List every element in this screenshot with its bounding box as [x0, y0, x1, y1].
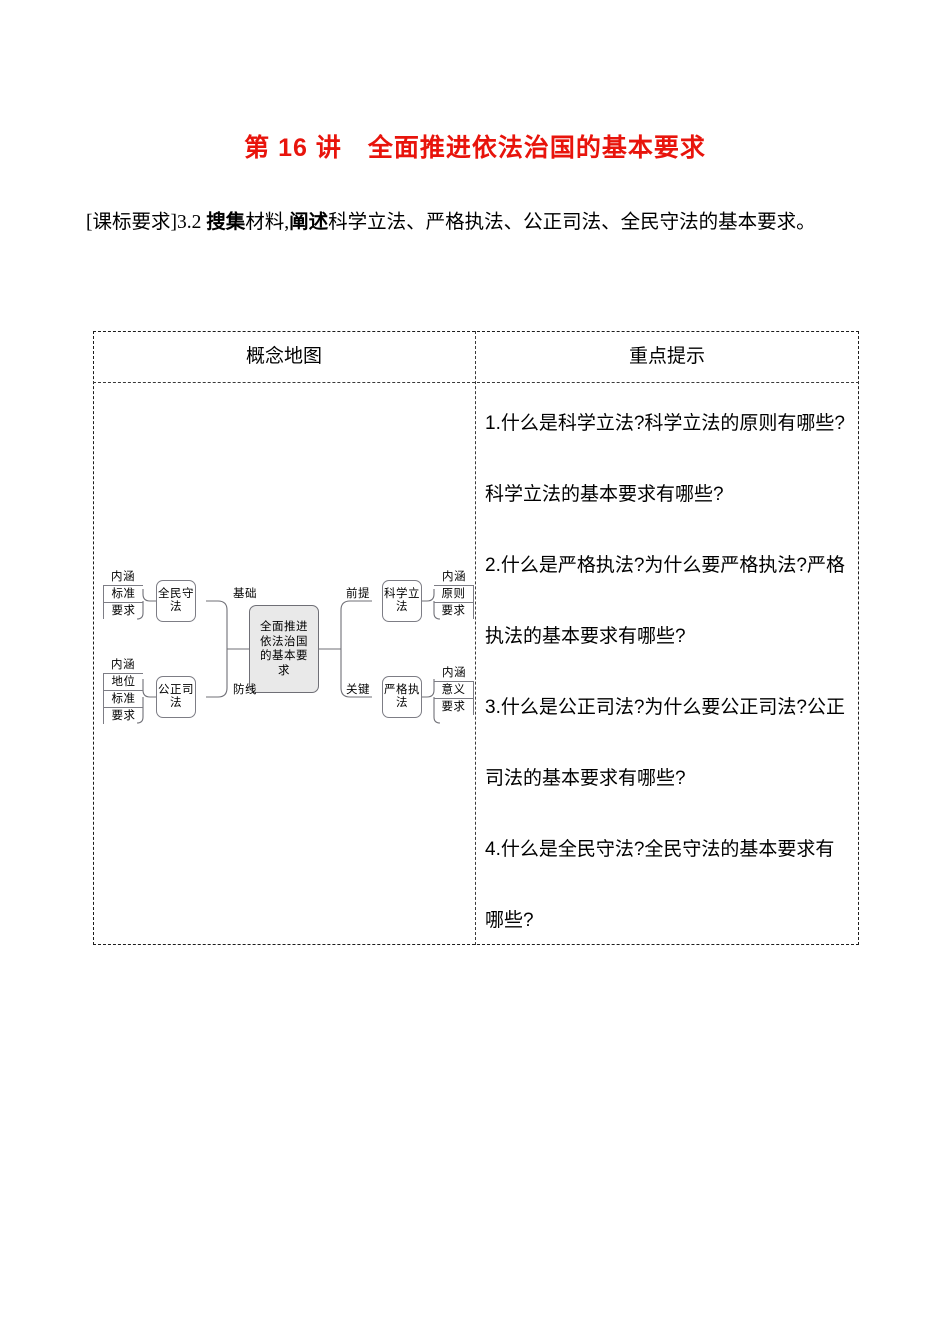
edge-label-basis: 基础: [233, 588, 257, 600]
standard-requirement-bold-1: 搜集: [206, 212, 246, 233]
sub-stack-kexue-lifa: 内涵 原则 要求: [434, 569, 474, 619]
standard-requirement-paragraph: [课标要求]3.2 搜集材料,阐述科学立法、严格执法、公正司法、全民守法的基本要…: [86, 200, 876, 246]
key-point-item-4: 4.什么是全民守法?全民守法的基本要求有哪些?: [485, 839, 835, 931]
sub-item: 原则: [434, 586, 474, 603]
concept-node-center: 全面推进依法治国的基本要求: [249, 605, 319, 693]
table-column-divider: [475, 331, 476, 945]
key-point-item-1: 1.什么是科学立法?科学立法的原则有哪些?科学立法的基本要求有哪些?: [485, 413, 845, 505]
sub-stack-yange-zhifa: 内涵 意义 要求: [434, 665, 474, 715]
sub-stack-quanmin-shoufa: 内涵 标准 要求: [103, 569, 143, 619]
concept-map-table: 概念地图 重点提示 1.什么是科学立法?科学立法的原则有哪些?科学立法的基本要求…: [93, 331, 859, 945]
edge-label-premise: 前提: [346, 588, 370, 600]
standard-requirement-mid-1: 材料,: [245, 212, 290, 233]
sub-item: 标准: [103, 691, 143, 708]
sub-item: 要求: [434, 699, 474, 715]
concept-node-gongzheng-sifa: 公正司法: [156, 676, 196, 718]
sub-item: 要求: [434, 603, 474, 619]
table-outer-border: [93, 331, 859, 945]
table-header-key-points: 重点提示: [628, 346, 705, 367]
sub-item: 地位: [103, 674, 143, 691]
table-header-concept-map: 概念地图: [245, 346, 322, 367]
edge-label-key: 关键: [346, 684, 370, 696]
sub-item: 内涵: [103, 569, 143, 586]
sub-item: 意义: [434, 682, 474, 699]
standard-requirement-rest: 科学立法、严格执法、公正司法、全民守法的基本要求。: [328, 212, 816, 233]
table-header-divider: [93, 382, 859, 383]
sub-item: 要求: [103, 708, 143, 724]
key-points-list: 1.什么是科学立法?科学立法的原则有哪些?科学立法的基本要求有哪些? 2.什么是…: [485, 388, 849, 956]
key-point-item-3: 3.什么是公正司法?为什么要公正司法?公正司法的基本要求有哪些?: [485, 697, 845, 789]
sub-item: 标准: [103, 586, 143, 603]
sub-stack-gongzheng-sifa: 内涵 地位 标准 要求: [103, 657, 143, 724]
concept-map-connectors: [136, 589, 441, 724]
concept-node-kexue-lifa: 科学立法: [382, 580, 422, 622]
standard-requirement-bold-2: 阐述: [289, 212, 329, 233]
concept-node-quanmin-shoufa: 全民守法: [156, 580, 196, 622]
key-point-item-2: 2.什么是严格执法?为什么要严格执法?严格执法的基本要求有哪些?: [485, 555, 845, 647]
page-title: 第 16 讲 全面推进依法治国的基本要求: [244, 134, 706, 162]
concept-node-yange-zhifa: 严格执法: [382, 676, 422, 718]
sub-item: 要求: [103, 603, 143, 619]
sub-item: 内涵: [103, 657, 143, 674]
sub-item: 内涵: [434, 569, 474, 586]
standard-requirement-prefix: [课标要求]3.2: [86, 212, 207, 233]
sub-item: 内涵: [434, 665, 474, 682]
concept-map-diagram: 全面推进依法治国的基本要求 基础 全民守法 内涵 标准 要求 防线 公正司法 内…: [93, 549, 475, 749]
edge-label-defense-line: 防线: [233, 684, 257, 696]
